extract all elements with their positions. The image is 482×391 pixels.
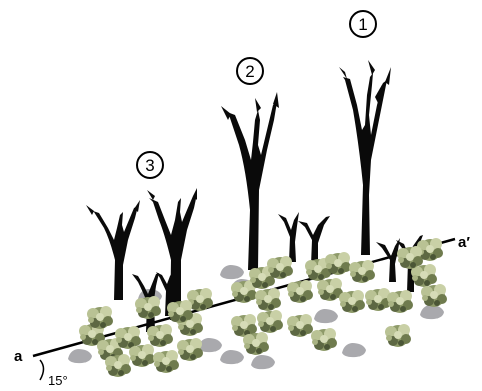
marker-1-label: 1 [358, 15, 367, 34]
marker-2: 2 [237, 58, 263, 84]
shrub-icon [421, 284, 447, 307]
shrub-icon [385, 324, 411, 347]
rock-icon [420, 305, 444, 319]
marker-1: 1 [350, 11, 376, 37]
shrub-icon [365, 288, 391, 311]
shrub-icon [147, 324, 173, 347]
shrub-icon [87, 306, 113, 329]
shrub-icon [257, 310, 283, 333]
shrub-icon [387, 290, 413, 313]
shrub-icon [135, 296, 161, 319]
dead-tree-icon [339, 60, 391, 255]
shrub-icon [397, 246, 423, 269]
shrub-icon [339, 290, 365, 313]
rock-icon [342, 343, 366, 357]
section-start-label: a [14, 348, 23, 365]
shrub-icon [177, 338, 203, 361]
shrub-icon [267, 256, 293, 279]
marker-2-label: 2 [245, 62, 254, 81]
shrub-icon [287, 314, 313, 337]
shrub-icon [153, 350, 179, 373]
shrub-icon [255, 288, 281, 311]
shrub-icon [167, 300, 193, 323]
shrub-icon [311, 328, 337, 351]
section-end-label: a′ [458, 234, 470, 251]
marker-3-label: 3 [145, 156, 154, 175]
rock-icon [220, 350, 244, 364]
rock-icon [68, 349, 92, 363]
rock-icon [314, 309, 338, 323]
rock-icon [220, 265, 244, 279]
shrub-icon [325, 252, 351, 275]
slope-angle-label: 15° [48, 373, 68, 388]
marker-3: 3 [137, 152, 163, 178]
rock-icon [251, 355, 275, 369]
shrub-icon [349, 260, 375, 283]
dead-tree-icon [298, 216, 330, 265]
shrub-icon [287, 280, 313, 303]
shrub-icon [115, 326, 141, 349]
shrub-icon [243, 332, 269, 355]
dead-tree-icon [221, 92, 279, 270]
dead-tree-icon [86, 200, 140, 300]
dead-tree-icon [278, 212, 299, 262]
shrub-icon [129, 344, 155, 367]
shrub-icon [105, 354, 131, 377]
